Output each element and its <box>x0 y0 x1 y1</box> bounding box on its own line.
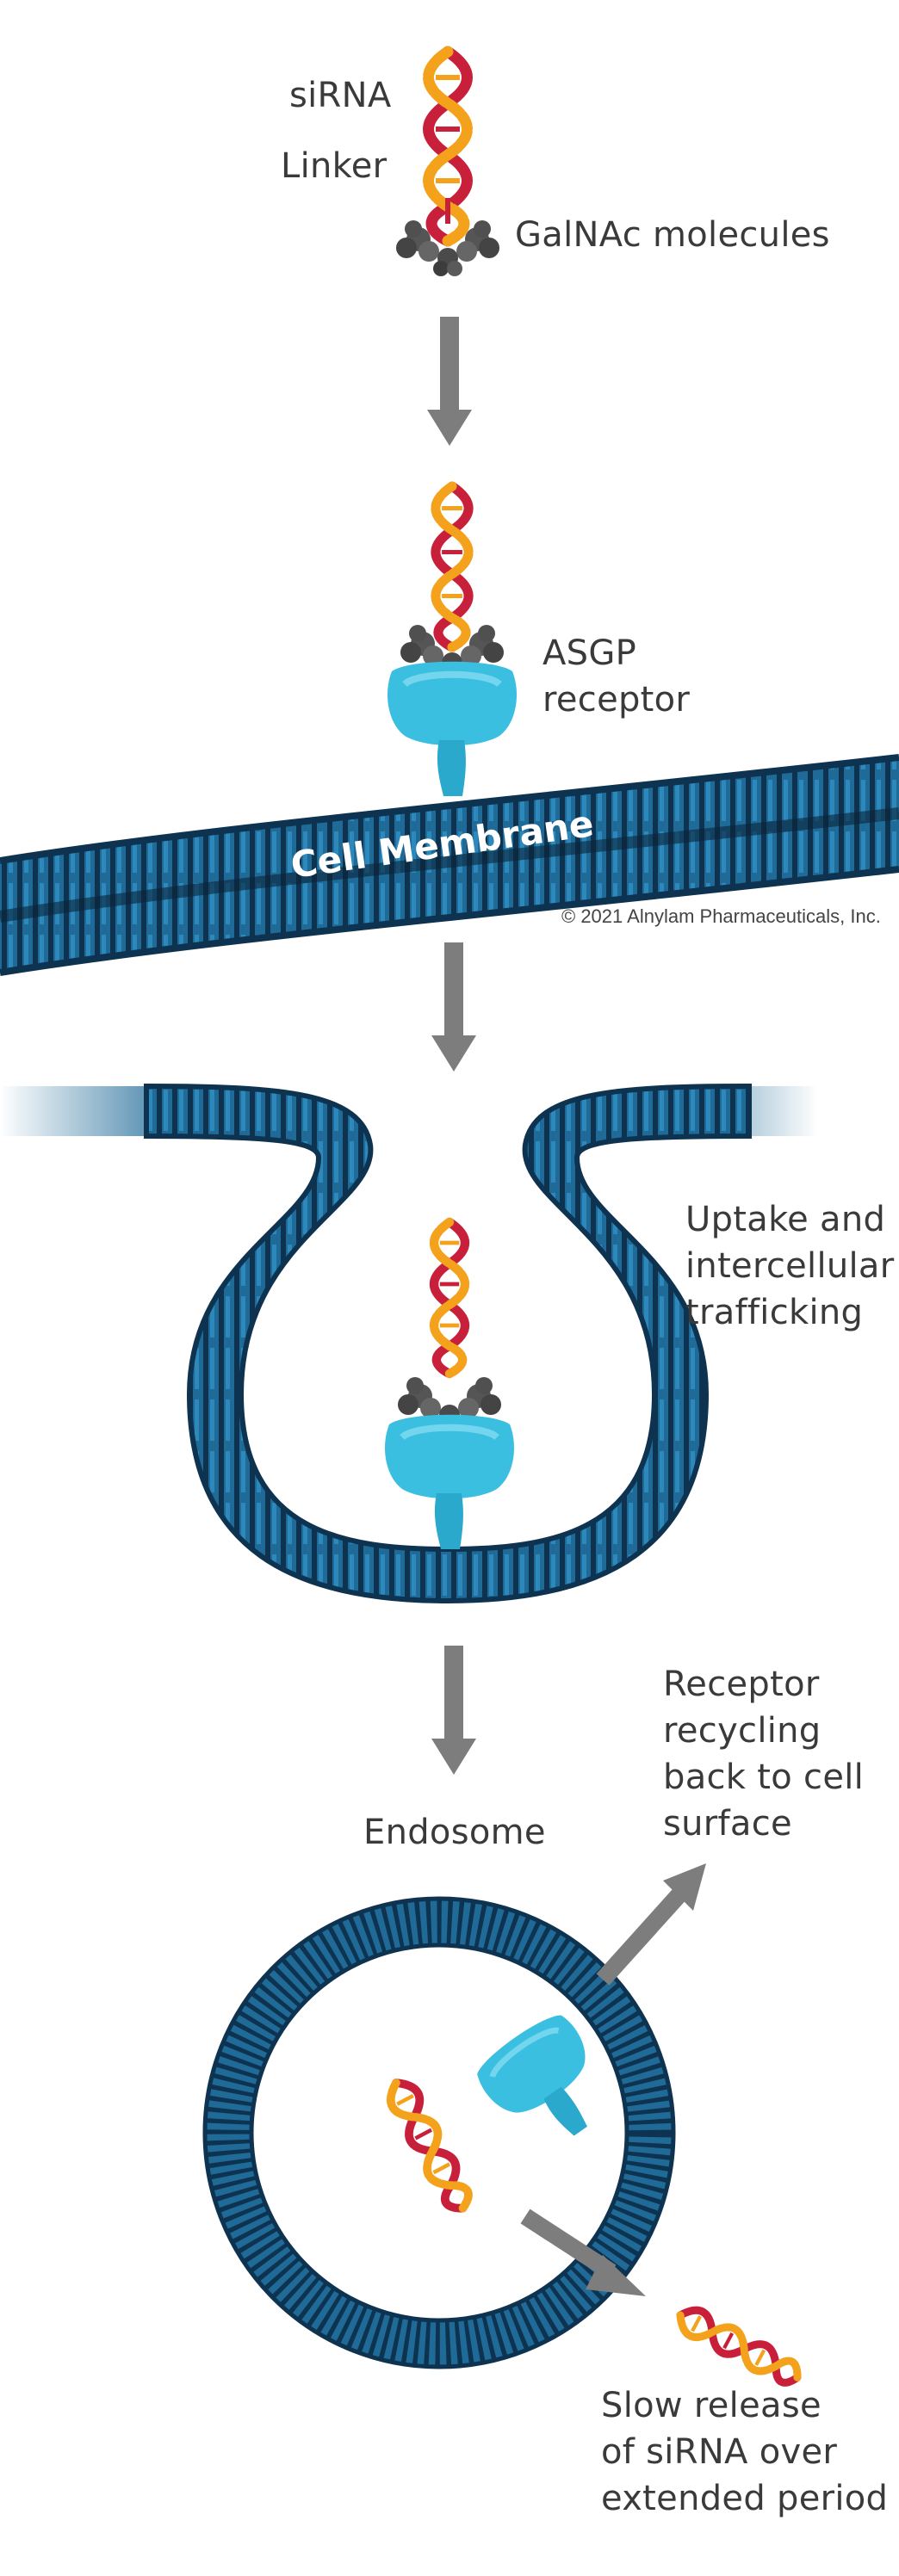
release-label: Slow release of siRNA over extended peri… <box>601 2386 889 2518</box>
released-sirna-helix <box>674 2303 804 2389</box>
sirna-helix-2 <box>436 486 468 647</box>
sirna-label: siRNA <box>289 76 392 115</box>
release-arrow <box>520 2208 646 2296</box>
asgp-receptor-label: ASGP receptor <box>542 633 691 720</box>
galnac-cluster-1 <box>396 220 499 276</box>
asgp-receptor-2 <box>385 1415 514 1549</box>
sirna-helix-3 <box>434 1222 465 1374</box>
down-arrow-2 <box>431 942 476 1072</box>
down-arrow-3 <box>431 1646 476 1775</box>
down-arrow-1 <box>427 317 472 446</box>
linker-label: Linker <box>281 146 388 186</box>
recycling-label: Receptor recycling back to cell surface <box>663 1665 865 1844</box>
invaginating-membrane <box>0 1083 818 1604</box>
sirna-helix-4 <box>383 2076 475 2215</box>
endosome <box>202 1896 676 2369</box>
uptake-label: Uptake and intercellular trafficking <box>685 1200 895 1332</box>
asgp-receptor-1 <box>388 662 517 796</box>
endosome-label: Endosome <box>363 1813 546 1852</box>
cell-membrane <box>0 754 899 976</box>
galnac-label: GalNAc molecules <box>515 215 830 255</box>
recycling-arrow <box>596 1863 706 1986</box>
copyright-text: © 2021 Alnylam Pharmaceuticals, Inc. <box>561 905 881 927</box>
